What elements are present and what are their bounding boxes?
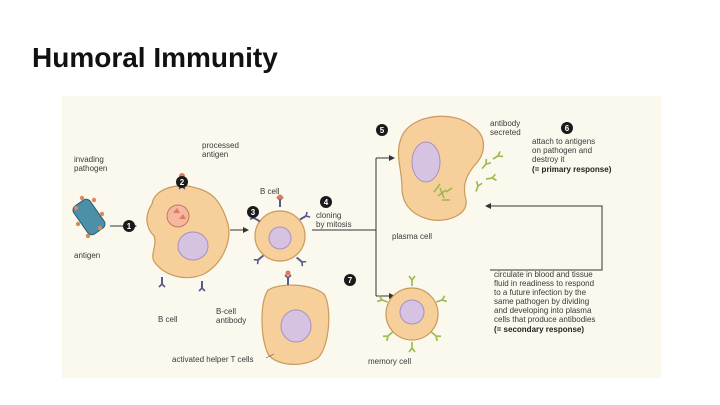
label-antibody: antibody bbox=[490, 119, 520, 128]
label-b-cell-top: B cell bbox=[260, 187, 280, 196]
label-cloning: cloning bbox=[316, 211, 341, 220]
helper-t-cell bbox=[261, 270, 330, 365]
label-memory-cell: memory cell bbox=[368, 357, 411, 366]
label-attach-3: destroy it bbox=[532, 155, 565, 164]
humoral-immunity-diagram: 1 2 3 4 5 6 7 invading pathogen antigen … bbox=[62, 96, 661, 378]
label-invading: invading bbox=[74, 155, 104, 164]
step-7: 7 bbox=[348, 276, 353, 285]
step-markers: 1 2 3 4 5 6 7 bbox=[123, 122, 573, 286]
label-pathogen: pathogen bbox=[74, 164, 107, 173]
label-secondary-response: (= secondary response) bbox=[494, 325, 584, 334]
plasma-cell bbox=[397, 115, 504, 221]
slide-title: Humoral Immunity bbox=[32, 42, 278, 73]
label-processed: processed bbox=[202, 141, 239, 150]
label-secreted: secreted bbox=[490, 128, 521, 137]
label-antigen-processed: antigen bbox=[202, 150, 228, 159]
label-by-mitosis: by mitosis bbox=[316, 220, 352, 229]
label-b-cell-antibody-2: antibody bbox=[216, 316, 246, 325]
step-3: 3 bbox=[251, 208, 256, 217]
step-2: 2 bbox=[180, 178, 185, 187]
step-5: 5 bbox=[380, 126, 385, 135]
step-4: 4 bbox=[324, 198, 329, 207]
b-cell-activated bbox=[248, 194, 312, 268]
label-circulate-3: to a future infection by the bbox=[494, 288, 587, 297]
label-circulate-5: and developing into plasma bbox=[494, 306, 592, 315]
label-primary-response: (= primary response) bbox=[532, 165, 612, 174]
label-plasma-cell: plasma cell bbox=[392, 232, 432, 241]
step-1: 1 bbox=[127, 222, 132, 231]
label-b-cell-antibody-1: B-cell bbox=[216, 307, 236, 316]
label-attach-2: on pathogen and bbox=[532, 146, 592, 155]
label-antigen: antigen bbox=[74, 251, 100, 260]
diagram-labels: invading pathogen antigen processed anti… bbox=[74, 119, 612, 366]
label-activated-helper: activated helper T cells bbox=[172, 355, 254, 364]
macrophage-cell bbox=[146, 173, 230, 292]
step-6: 6 bbox=[565, 124, 570, 133]
label-attach-1: attach to antigens bbox=[532, 137, 595, 146]
label-circulate-6: cells that produce antibodies bbox=[494, 315, 595, 324]
label-circulate-4: same pathogen by dividing bbox=[494, 297, 589, 306]
label-circulate-1: circulate in blood and tissue bbox=[494, 270, 593, 279]
memory-cell bbox=[376, 275, 448, 353]
invading-pathogen bbox=[72, 195, 106, 239]
label-b-cell-bottom: B cell bbox=[158, 315, 178, 324]
label-circulate-2: fluid in readiness to respond bbox=[494, 279, 594, 288]
